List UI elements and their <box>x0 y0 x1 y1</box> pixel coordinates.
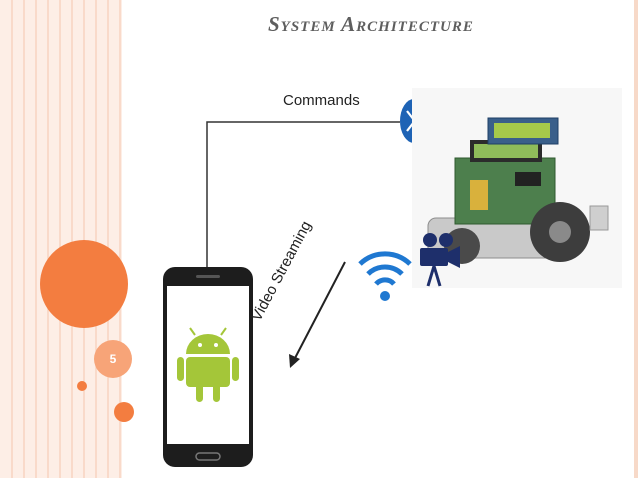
android-icon <box>177 327 239 402</box>
stripe-lines <box>11 0 121 478</box>
home-button <box>195 452 221 461</box>
left-decoration <box>0 0 122 478</box>
commands-connector <box>206 121 400 268</box>
robot-image <box>412 88 622 288</box>
large-orange-circle <box>40 240 128 328</box>
speaker-slot <box>196 275 220 278</box>
video-stream-arrow <box>289 261 346 368</box>
slide-title: System Architecture <box>268 12 474 36</box>
commands-label: Commands <box>283 92 360 109</box>
video-camera-icon <box>420 233 460 287</box>
page-number: 5 <box>94 340 132 378</box>
medium-orange-dot <box>114 402 134 422</box>
wifi-icon <box>358 251 412 301</box>
right-edge-stripe <box>634 0 638 478</box>
small-orange-dot <box>77 381 87 391</box>
